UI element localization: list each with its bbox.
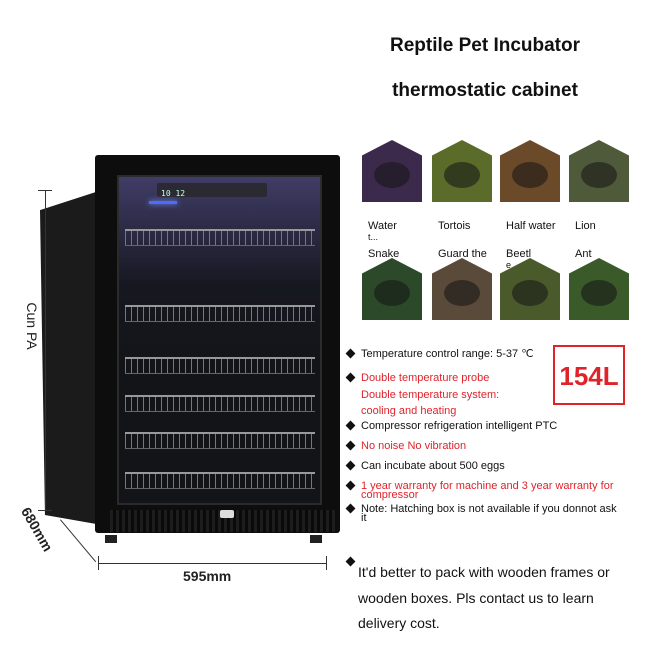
bullet-icon	[345, 348, 356, 359]
animal-label: Tortois	[438, 220, 471, 232]
feature-text: Note: Hatching box is not available if y…	[361, 503, 617, 515]
title-line-2: thermostatic cabinet	[392, 80, 578, 101]
animal-label: Snake	[368, 248, 400, 260]
feature-text: 1 year warranty for machine and 3 year w…	[361, 480, 614, 492]
shelf	[125, 229, 315, 246]
snake-image	[362, 258, 422, 320]
bullet-icon	[345, 503, 356, 514]
bullet-icon	[345, 372, 356, 383]
height-dimension-line	[45, 190, 46, 510]
temperature-display: 10 12	[157, 183, 267, 198]
half-water-turtle-image	[500, 140, 560, 202]
shelf	[125, 357, 315, 374]
animal-label: Half water	[506, 220, 556, 232]
width-dimension-line	[98, 563, 326, 564]
animal-label: Guard the	[438, 248, 487, 260]
animal-label: Water	[368, 220, 397, 232]
animal-label: Lion	[575, 220, 596, 232]
shelf	[125, 432, 315, 449]
feature-text: Compressor refrigeration intelligent PTC	[361, 420, 558, 432]
lion-image	[569, 140, 629, 202]
vent-grille	[110, 510, 335, 532]
animal-label: Ant	[575, 248, 592, 260]
animal-label: Beetl	[506, 248, 532, 260]
tortoise-image	[432, 140, 492, 202]
cabinet-foot	[310, 535, 322, 543]
cabinet-side-panel	[40, 190, 102, 525]
dimension-tick	[98, 556, 99, 570]
dimension-tick	[326, 556, 327, 570]
bullet-icon	[345, 480, 356, 491]
animal-label-cont: e	[506, 260, 512, 270]
water-turtle-image	[362, 140, 422, 202]
feature-text: it	[361, 512, 367, 524]
shelf	[125, 395, 315, 412]
cabinet-foot	[105, 535, 117, 543]
bullet-icon	[345, 440, 356, 451]
width-label: 595mm	[183, 568, 232, 584]
dimension-tick	[38, 510, 52, 511]
note-line: wooden boxes. Pls contact us to learn	[358, 590, 594, 606]
height-label: Cun PA	[24, 302, 40, 350]
bullet-icon	[345, 460, 356, 471]
capacity-badge: 154L	[553, 345, 625, 405]
note-line: delivery cost.	[358, 615, 440, 631]
animal-label-cont: t...	[368, 232, 379, 242]
dimension-tick	[38, 190, 52, 191]
note-line: It'd better to pack with wooden frames o…	[358, 564, 610, 580]
bullet-icon	[345, 420, 356, 431]
door-lock	[220, 510, 234, 518]
ant-image	[569, 258, 629, 320]
feature-text: No noise No vibration	[361, 440, 467, 452]
interior-light	[149, 201, 177, 204]
feature-text: cooling and heating	[361, 405, 457, 417]
feature-text: Can incubate about 500 eggs	[361, 460, 505, 472]
feature-text: Double temperature probe	[361, 372, 490, 384]
beetle-image	[500, 258, 560, 320]
lizard-image	[432, 258, 492, 320]
feature-text: Double temperature system:	[361, 389, 500, 401]
feature-text: Temperature control range: 5-37 ℃	[361, 348, 534, 360]
title-line-1: Reptile Pet Incubator	[389, 35, 581, 56]
cabinet-glass-door: 10 12	[117, 175, 322, 505]
shelf	[125, 472, 315, 489]
incubator-cabinet-image: 10 12	[40, 150, 345, 550]
shelf	[125, 305, 315, 322]
feature-text: compressor	[361, 489, 419, 501]
